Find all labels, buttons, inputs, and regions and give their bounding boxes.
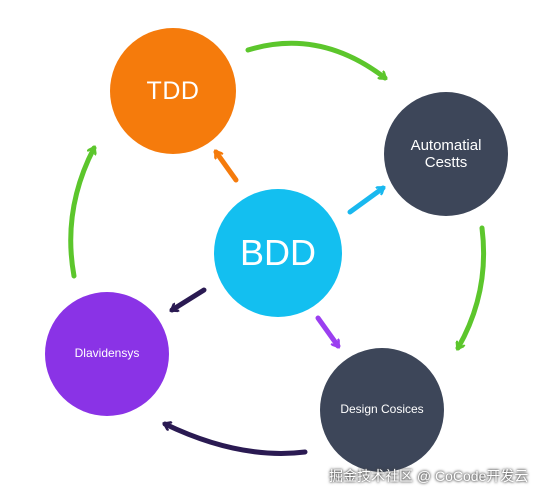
dlavidensys-label: Dlavidensys [74, 346, 140, 361]
tdd-node: TDD [110, 28, 236, 154]
arrow-bdd-to-automation [347, 185, 383, 215]
design-cosices-label: Design Cosices [340, 402, 424, 417]
arrow-automation-to-design [458, 225, 487, 348]
arrow-tdd-to-automation [245, 40, 388, 81]
arrow-bdd-to-design [315, 315, 341, 346]
arrow-design-to-dlavidensys [165, 424, 308, 456]
arrow-bdd-to-dlavidensys [172, 287, 207, 313]
dlavidensys-node: Dlavidensys [45, 292, 169, 416]
arrow-bdd-to-tdd [213, 152, 239, 183]
watermark: 掘金技术社区 @ CoCode开发云 [329, 468, 529, 484]
automation-tests-label: Automatial Cestts [410, 136, 482, 171]
automation-tests-node: Automatial Cestts [384, 92, 508, 216]
design-cosices-node: Design Cosices [320, 348, 444, 472]
bdd-label: BDD [239, 232, 316, 274]
arrow-dlavidensys-to-tdd [68, 148, 94, 279]
bdd-node: BDD [214, 189, 342, 317]
tdd-label: TDD [146, 76, 200, 105]
